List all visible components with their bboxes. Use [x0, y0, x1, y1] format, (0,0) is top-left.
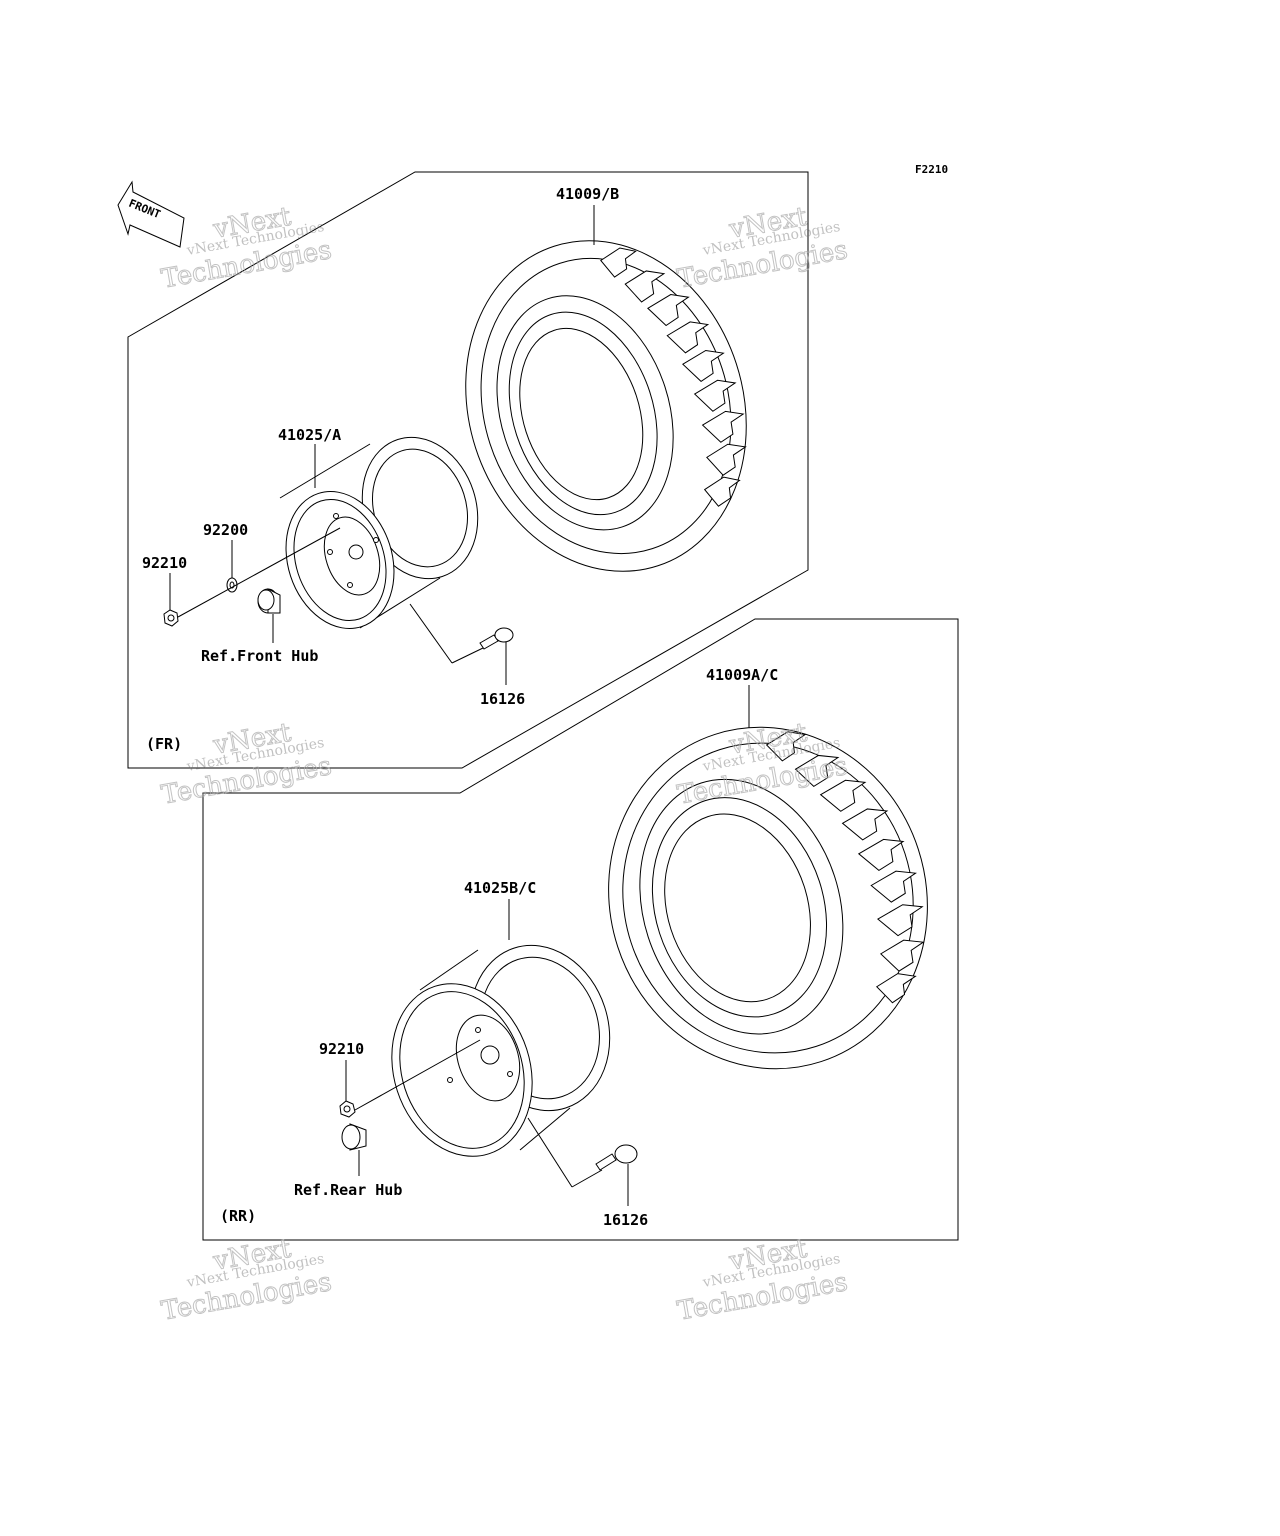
front-section-frame	[127, 171, 809, 769]
rear-valve	[527, 1117, 638, 1188]
watermark-mid-left: vNext vNext Technologies Technologies	[159, 717, 335, 811]
front-washer-label: 92200	[203, 521, 248, 539]
rear-wheel	[391, 944, 611, 1157]
front-section: (FR) 41009/B	[127, 171, 809, 769]
front-section-tag: (FR)	[146, 735, 182, 753]
rear-nut	[339, 1100, 356, 1118]
rear-tire-label: 41009A/C	[706, 666, 778, 684]
front-nut	[163, 609, 179, 627]
front-valve	[409, 603, 514, 664]
rear-hub-ref-label: Ref.Rear Hub	[294, 1181, 402, 1199]
rear-section-tag: (RR)	[220, 1207, 256, 1225]
front-nut-label: 92210	[142, 554, 187, 572]
rear-hub-part	[341, 1123, 367, 1151]
front-tire-label: 41009/B	[556, 185, 619, 203]
front-hub-ref-label: Ref.Front Hub	[201, 647, 318, 665]
watermark-bottom-right: vNext vNext Technologies Technologies	[675, 1233, 851, 1327]
rear-valve-label: 16126	[603, 1211, 648, 1229]
rear-tire	[608, 726, 928, 1070]
watermark-top-right: vNext vNext Technologies Technologies	[675, 201, 851, 295]
watermark-bottom-left: vNext vNext Technologies Technologies	[159, 1233, 335, 1327]
front-wheel	[279, 436, 479, 629]
rear-section-frame	[202, 618, 959, 1241]
front-hub-part	[257, 588, 281, 614]
figure-code: F2210	[915, 163, 948, 176]
rear-section: (RR) 41009A/C	[202, 618, 959, 1241]
rear-nut-label: 92210	[319, 1040, 364, 1058]
front-tire	[465, 240, 747, 572]
front-tire-tread	[600, 247, 747, 507]
front-valve-label: 16126	[480, 690, 525, 708]
rear-tire-tread	[765, 731, 925, 1004]
front-wheel-label: 41025/A	[278, 426, 341, 444]
rear-wheel-label: 41025B/C	[464, 879, 536, 897]
front-arrow-icon: FRONT	[117, 180, 185, 248]
